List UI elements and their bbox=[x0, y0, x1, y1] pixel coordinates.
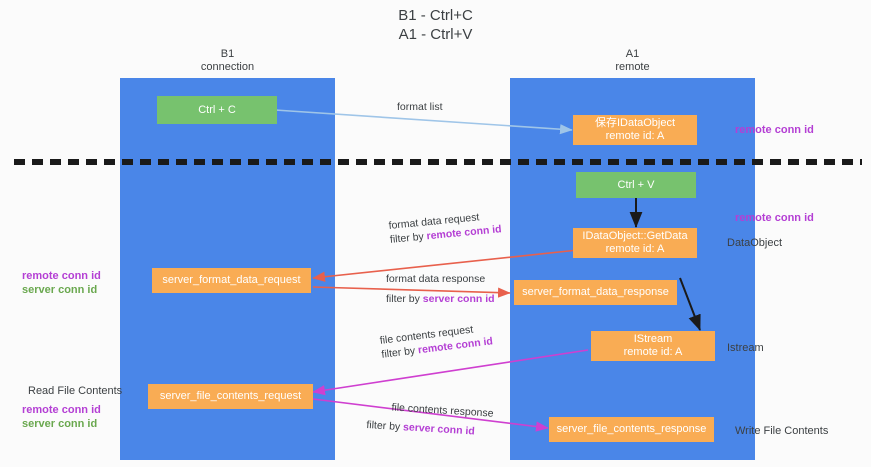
side-label-write-file-contents: Write File Contents bbox=[735, 424, 828, 438]
node-server-file-contents-response-label: server_file_contents_response bbox=[556, 423, 707, 435]
filter-prefix: filter by bbox=[389, 230, 428, 246]
node-idataobject-getdata[interactable]: IDataObject::GetData remote id: A bbox=[573, 228, 697, 258]
side-label-left-conn-ids-mid: remote conn id server conn id bbox=[22, 269, 101, 297]
edge-label-format-data-response-title: format data response bbox=[386, 273, 486, 285]
column-header-b1-sub: connection bbox=[200, 61, 255, 73]
filter-prefix: filter by bbox=[386, 293, 423, 305]
side-label-read-file-contents: Read File Contents bbox=[28, 384, 122, 398]
title-line-1: B1 - Ctrl+C bbox=[398, 7, 473, 24]
edge-label-format-data-response-filter: filter by server conn id bbox=[386, 292, 495, 306]
node-save-idataobject[interactable]: 保存IDataObject remote id: A bbox=[573, 115, 697, 145]
node-ctrl-c[interactable]: Ctrl + C bbox=[157, 96, 277, 124]
node-ctrl-v-label: Ctrl + V bbox=[617, 178, 655, 191]
side-label-istream-text: Istream bbox=[727, 342, 764, 354]
column-header-a1-name: A1 bbox=[625, 48, 640, 60]
node-save-idataobject-line2: remote id: A bbox=[605, 130, 665, 142]
side-label-left-remote-conn-bottom-text: remote conn id bbox=[22, 404, 101, 416]
side-label-istream: Istream bbox=[727, 341, 764, 355]
side-label-left-conn-ids-bottom: remote conn id server conn id bbox=[22, 403, 101, 431]
node-getdata-line1: IDataObject::GetData bbox=[582, 230, 688, 242]
side-label-dataobject-text: DataObject bbox=[727, 237, 783, 249]
side-label-read-file-contents-text: Read File Contents bbox=[28, 385, 123, 397]
edge-label-format-data-request: format data request filter by remote con… bbox=[388, 208, 502, 247]
node-ctrl-c-label: Ctrl + C bbox=[198, 103, 236, 116]
node-server-format-data-request-label: server_format_data_request bbox=[162, 274, 301, 286]
edge-label-format-data-response: format data response filter by server co… bbox=[386, 272, 495, 306]
column-header-b1-name: B1 bbox=[220, 48, 235, 60]
side-label-left-remote-conn-mid-text: remote conn id bbox=[22, 270, 101, 282]
title-line-2: A1 - Ctrl+V bbox=[398, 26, 473, 43]
edge-label-format-list-text: format list bbox=[397, 101, 443, 113]
node-server-file-contents-request-label: server_file_contents_request bbox=[159, 390, 302, 402]
filter-prefix: filter by bbox=[380, 344, 419, 361]
filter-key-server-conn-id: server conn id bbox=[422, 293, 495, 305]
filter-key-server-conn-id: server conn id bbox=[402, 421, 476, 438]
node-server-file-contents-response[interactable]: server_file_contents_response bbox=[549, 417, 714, 442]
side-label-left-server-conn-mid-text: server conn id bbox=[22, 284, 98, 296]
side-label-left-server-conn-bottom-text: server conn id bbox=[22, 418, 98, 430]
edge-label-file-contents-request: file contents request filter by remote c… bbox=[379, 320, 494, 361]
node-server-format-data-response[interactable]: server_format_data_response bbox=[514, 280, 677, 305]
column-header-a1: A1 remote bbox=[510, 48, 755, 74]
side-label-write-file-contents-text: Write File Contents bbox=[735, 425, 829, 437]
edge-label-format-list: format list bbox=[397, 100, 443, 114]
side-label-dataobject: DataObject bbox=[727, 236, 782, 250]
node-istream[interactable]: IStream remote id: A bbox=[591, 331, 715, 361]
node-server-format-data-response-label: server_format_data_response bbox=[522, 286, 669, 298]
edge-label-file-contents-response: file contents response filter by server … bbox=[366, 399, 494, 440]
diagram-title: B1 - Ctrl+C A1 - Ctrl+V bbox=[0, 6, 871, 44]
node-istream-line1: IStream bbox=[633, 333, 673, 345]
side-label-right-remote-conn-top: remote conn id bbox=[735, 123, 814, 137]
column-header-b1: B1 connection bbox=[120, 48, 335, 74]
edge-label-file-contents-response-title: file contents response bbox=[391, 401, 494, 420]
side-label-right-remote-conn-mid-text: remote conn id bbox=[735, 212, 814, 224]
node-save-idataobject-line1: 保存IDataObject bbox=[594, 117, 676, 129]
edge-label-file-contents-response-filter: filter by server conn id bbox=[366, 418, 493, 440]
filter-prefix: filter by bbox=[366, 418, 404, 434]
side-label-right-remote-conn-top-text: remote conn id bbox=[735, 124, 814, 136]
node-ctrl-v[interactable]: Ctrl + V bbox=[576, 172, 696, 198]
column-header-a1-sub: remote bbox=[615, 61, 650, 73]
node-server-file-contents-request[interactable]: server_file_contents_request bbox=[148, 384, 313, 409]
side-label-right-remote-conn-mid: remote conn id bbox=[735, 211, 814, 225]
node-server-format-data-request[interactable]: server_format_data_request bbox=[152, 268, 311, 293]
node-getdata-line2: remote id: A bbox=[605, 243, 665, 255]
node-istream-line2: remote id: A bbox=[623, 346, 683, 358]
